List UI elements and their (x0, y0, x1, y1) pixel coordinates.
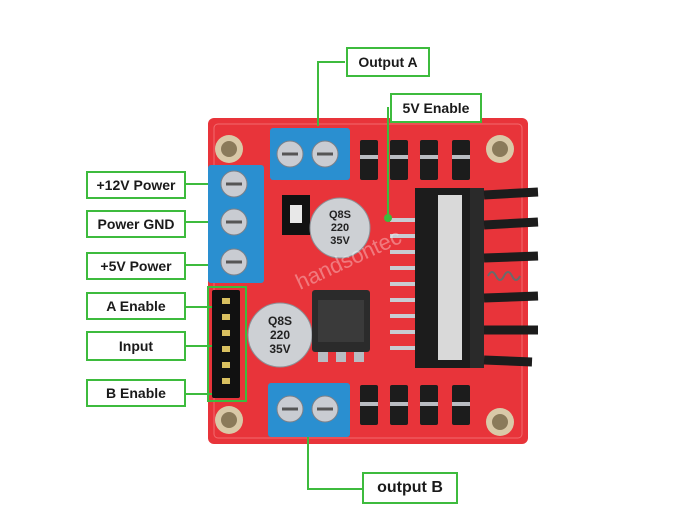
label-5v-power: +5V Power (86, 252, 186, 280)
heatsink (415, 187, 539, 368)
label-output-b: output B (362, 472, 458, 504)
cap-bottom-line3: 35V (269, 342, 290, 356)
mounting-hole-br (486, 408, 514, 436)
cap-top-line1: Q8S (329, 209, 351, 221)
diodes-top (360, 140, 470, 180)
label-power-gnd: Power GND (86, 210, 186, 238)
cap-top-line3: 35V (330, 235, 350, 247)
label-input: Input (86, 331, 186, 361)
mounting-hole-tl (215, 135, 243, 163)
label-12v-power: +12V Power (86, 171, 186, 199)
label-5v-enable: 5V Enable (390, 93, 482, 123)
label-output-a: Output A (346, 47, 430, 77)
voltage-regulator (312, 290, 370, 362)
jumper-5v-enable (282, 195, 310, 235)
capacitor-top: Q8S 220 35V (309, 197, 371, 259)
label-a-enable: A Enable (86, 292, 186, 320)
label-b-enable: B Enable (86, 379, 186, 407)
mounting-hole-bl (215, 406, 243, 434)
header-pins (212, 290, 240, 398)
mounting-hole-tr (486, 135, 514, 163)
cap-bottom-line1: Q8S (268, 314, 292, 328)
cap-top-line2: 220 (331, 222, 349, 234)
cap-bottom-line2: 220 (270, 328, 290, 342)
capacitor-bottom: Q8S 220 35V (247, 302, 313, 368)
connector-lines (170, 61, 392, 490)
terminal-block-output-a (270, 128, 350, 180)
terminal-block-power (208, 165, 264, 283)
terminal-block-output-b (268, 383, 350, 437)
